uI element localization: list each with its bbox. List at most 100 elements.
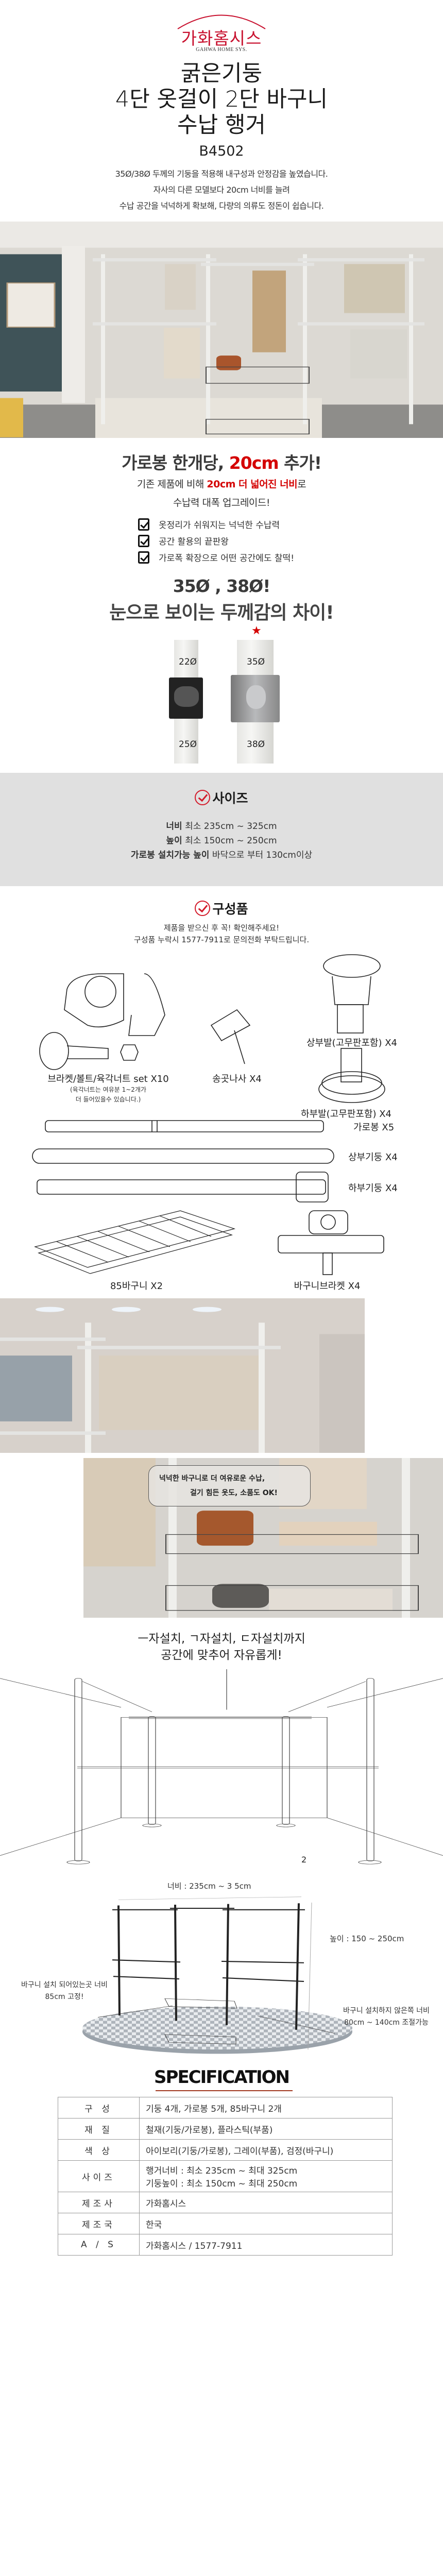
spec-label: 구 성 xyxy=(58,2097,140,2119)
basket-photo-scene xyxy=(83,1458,443,1618)
subtext-line: 수납력 대폭 업그레이드! xyxy=(173,497,270,509)
speech-bubble: 넉넉한 바구니로 더 여유로운 수납, 걸기 힘든 옷도, 소품도 OK! xyxy=(148,1465,311,1506)
parts-illustration xyxy=(32,954,385,1275)
spec-label: 제조국 xyxy=(58,2213,140,2234)
install-title-line: ㅡ자설치, ㄱ자설치, ㄷ자설치까지 xyxy=(138,1632,305,1646)
note-line: 바구니 설치하지 않은쪽 너비 xyxy=(343,2007,430,2015)
size-row: 너비 최소 235cm ~ 325cm xyxy=(0,819,443,834)
model-number: B4502 xyxy=(199,143,244,159)
spec-value: 한국 xyxy=(139,2213,393,2234)
height-label: 높이 : 150 ~ 250cm xyxy=(330,1934,404,1943)
pole-label: 38Ø xyxy=(247,739,265,750)
spec-label: 제조사 xyxy=(58,2192,140,2213)
intro-text: 35Ø/38Ø 두께의 기둥을 적용해 내구성과 안정감을 높였습니다. 자사의… xyxy=(0,166,443,214)
components-title-text: 구성품 xyxy=(212,902,248,917)
hero-photo xyxy=(0,222,443,438)
checkbox-icon xyxy=(138,551,149,564)
install-title-line: 공간에 맞추어 자유롭게! xyxy=(161,1649,282,1662)
checklist-text: 공간 활용의 끝판왕 xyxy=(159,537,229,547)
checklist-item: 옷정리가 쉬워지는 넉넉한 수납력 xyxy=(138,518,280,531)
note-line: 80cm ~ 140cm 조절가능 xyxy=(344,2019,429,2027)
part-basket-label: 85바구니 X2 xyxy=(110,1281,163,1292)
headline-text: 추가! xyxy=(278,453,322,473)
note-line: 더 들어있을수 있습니다.) xyxy=(75,1096,141,1103)
thickness-headline: 눈으로 보이는 두께감의 차이! xyxy=(109,602,334,623)
bubble-line: 넉넉한 바구니로 더 여유로운 수납, xyxy=(159,1475,265,1483)
size-value: 최소 235cm ~ 325cm xyxy=(185,821,277,832)
bracket-drawing xyxy=(39,973,165,1070)
spec-value: 기둥 4개, 가로봉 5개, 85바구니 2개 xyxy=(139,2097,393,2119)
part-lower-pole-label: 하부기둥 X4 xyxy=(348,1183,398,1194)
headline-text: 가로봉 한개당, xyxy=(122,453,229,473)
spec-label: 재 질 xyxy=(58,2118,140,2140)
spec-label: 색 상 xyxy=(58,2139,140,2161)
part-screw-label: 송곳나사 X4 xyxy=(212,1074,262,1084)
width-label: 너비 : 235cm ~ 3 5cm xyxy=(167,1882,251,1891)
size-label: 높이 xyxy=(166,836,182,846)
subtext-line: 기존 제품에 비해 20cm 더 넓어진 너비로 xyxy=(0,475,443,494)
basket-bracket-drawing xyxy=(278,1210,384,1275)
lower-pole-drawing xyxy=(37,1172,329,1202)
size-section: 사이즈 너비 최소 235cm ~ 325cm 높이 최소 150cm ~ 25… xyxy=(0,773,443,886)
size-row: 가로봉 설치가능 높이 바닥으로 부터 130cm이상 xyxy=(0,848,443,862)
notice-line: 구성품 누락시 1577-7911로 문의전화 부탁드립니다. xyxy=(133,935,310,944)
width-headline: 가로봉 한개당, 20cm 추가! xyxy=(0,449,443,474)
closet-photo xyxy=(0,1298,365,1453)
intro-line: 수납 공간을 넉넉하게 확보해, 다량의 의류도 정돈이 쉽습니다. xyxy=(119,201,324,211)
title-line: 굵은기둥 xyxy=(180,61,263,87)
components-title: 구성품 xyxy=(0,899,443,918)
thickness-accent: 35Ø , 38Ø! xyxy=(173,576,271,596)
size-rows: 너비 최소 235cm ~ 325cm 높이 최소 150cm ~ 250cm … xyxy=(0,819,443,862)
size-title-text: 사이즈 xyxy=(212,791,248,806)
spec-underline xyxy=(156,2090,293,2091)
spec-value: 행거너비 : 최소 235cm ~ 최대 325cm 기둥높이 : 최소 150c… xyxy=(139,2160,393,2192)
spec-value: 아이보리(기둥/가로봉), 그레이(부품), 검정(바구니) xyxy=(139,2139,393,2161)
closet-photo-scene xyxy=(0,1298,365,1453)
spec-value-line: 행거너비 : 최소 235cm ~ 최대 325cm xyxy=(146,2166,298,2176)
pole-label: 25Ø xyxy=(179,739,197,750)
product-title: 굵은기둥 4단 옷걸이 2단 바구니 수납 행거 xyxy=(0,61,443,138)
logo-english: GAHWA HOME SYS. xyxy=(196,47,247,53)
pole-label: 35Ø xyxy=(247,657,265,667)
size-label: 너비 xyxy=(166,821,182,832)
note-line: 85cm 고정! xyxy=(45,1993,84,2001)
hero-photo-scene xyxy=(0,222,443,438)
part-bracket-label: 브라켓/볼트/육각너트 set X10 xyxy=(47,1074,169,1084)
basket-drawing xyxy=(34,1210,236,1274)
sub-text: 기존 제품에 비해 xyxy=(137,479,207,490)
size-label: 가로봉 설치가능 높이 xyxy=(130,850,210,860)
size-value: 최소 150cm ~ 250cm xyxy=(185,836,277,846)
note-line: 바구니 설치 되어있는곳 너비 xyxy=(21,1981,108,1989)
spec-title: SPECIFICATION xyxy=(154,2067,290,2088)
notice-line: 제품을 받으신 후 꼭! 확인해주세요! xyxy=(163,923,280,933)
size-value: 바닥으로 부터 130cm이상 xyxy=(212,850,313,860)
checklist-item: 가로폭 확장으로 어떤 공간에도 찰떡! xyxy=(138,551,294,564)
spec-value: 가화홈시스 xyxy=(139,2192,393,2213)
check-circle-icon xyxy=(195,901,211,916)
checklist-text: 가로폭 확장으로 어떤 공간에도 찰떡! xyxy=(159,553,295,564)
product-detail-page: 가화홈시스 GAHWA HOME SYS. 굵은기둥 4단 옷걸이 2단 바구니… xyxy=(0,0,443,2267)
note-line: (육각너트는 여유분 1~2개가 xyxy=(70,1086,147,1093)
logo-arc-icon xyxy=(177,14,266,29)
spec-label: A / S xyxy=(58,2234,140,2256)
part-basket-bracket-label: 바구니브라켓 X4 xyxy=(294,1281,361,1292)
checklist-text: 옷정리가 쉬워지는 넉넉한 수납력 xyxy=(159,520,280,531)
top-foot-drawing xyxy=(323,954,381,1033)
spec-value-line: 기둥높이 : 최소 150cm ~ 최대 250cm xyxy=(146,2179,298,2189)
part-crossbar-label: 가로봉 X5 xyxy=(353,1122,395,1133)
install-diagram xyxy=(0,1669,443,1865)
upper-pole-drawing xyxy=(32,1148,334,1164)
bubble-line: 걸기 힘든 옷도, 소품도 OK! xyxy=(190,1489,278,1497)
headline-accent: 20cm xyxy=(229,453,279,473)
sub-text: 로 xyxy=(297,479,306,490)
screw-drawing xyxy=(210,1009,251,1064)
part-bottom-foot-label: 하부발(고무판포함) X4 xyxy=(300,1109,392,1120)
bottom-foot-drawing xyxy=(318,1048,385,1103)
